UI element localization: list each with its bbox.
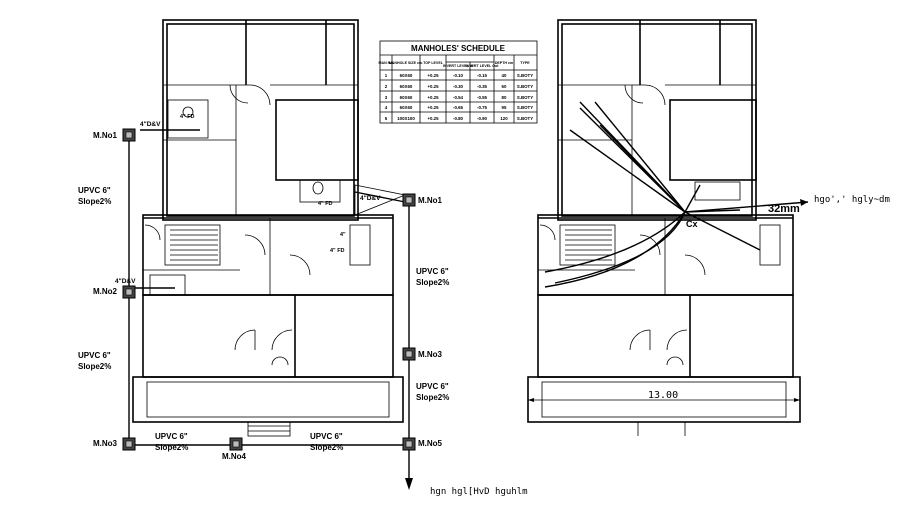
schedule-cell: -0.54 bbox=[453, 95, 464, 100]
schedule-cell: 5 bbox=[385, 116, 388, 121]
schedule-cell: 60X60 bbox=[400, 95, 413, 100]
schedule-header-cell: INVERT LEVEL In bbox=[443, 64, 473, 68]
schedule-cell: 100X100 bbox=[397, 116, 415, 121]
manhole-label-3-left: M.No3 bbox=[93, 439, 118, 448]
pipe-label-dv-1: 4"D&V bbox=[140, 121, 161, 128]
schedule-cell: +0.25 bbox=[427, 84, 439, 89]
pipe-label-upvc-5: UPVC 6" bbox=[155, 432, 188, 441]
manhole-label-5: M.No5 bbox=[418, 439, 443, 448]
schedule-cell: 60X60 bbox=[400, 105, 413, 110]
bottom-note: hgn hgl[HvD hguhlm bbox=[430, 487, 528, 497]
schedule-cell: 80 bbox=[502, 95, 507, 100]
pipe-label-upvc-3: UPVC 6" bbox=[416, 267, 449, 276]
manhole-markers-left bbox=[122, 128, 416, 451]
schedule-cell: -0.80 bbox=[453, 116, 464, 121]
schedule-header-cell: TOP LEVEL bbox=[423, 61, 444, 65]
schedule-cell: -0.35 bbox=[477, 84, 488, 89]
pipe-label-slope-5: Slope2% bbox=[155, 443, 188, 452]
pipe-label-dv-3: 4"D&V bbox=[360, 195, 381, 202]
schedule-cell: -0.75 bbox=[477, 105, 488, 110]
pipe-label-upvc-4: UPVC 6" bbox=[416, 382, 449, 391]
schedule-cell: 4 bbox=[385, 105, 388, 110]
schedule-cell: S.BOTY bbox=[517, 84, 533, 89]
schedule-cell: -0.15 bbox=[477, 73, 488, 78]
pipe-label-fd-3: 4" FD bbox=[330, 248, 345, 254]
pipe-label-slope-6: Slope2% bbox=[310, 443, 343, 452]
pipe-label-upvc-1: UPVC 6" bbox=[78, 186, 111, 195]
pipe-label-dv-2: 4"D&V bbox=[115, 278, 136, 285]
schedule-header-cell: MAN No. bbox=[379, 61, 394, 65]
schedule-header-cell: INVERT LEVEL Out bbox=[466, 64, 500, 68]
pipe-label-slope-1: Slope2% bbox=[78, 197, 111, 206]
manhole-label-2: M.No2 bbox=[93, 287, 118, 296]
cx-label: Cx bbox=[686, 219, 698, 229]
schedule-cell: 60 bbox=[502, 84, 507, 89]
schedule-cell: 60X60 bbox=[400, 84, 413, 89]
schedule-cell: S.BOTY bbox=[517, 105, 533, 110]
pipe-label-slope-3: Slope2% bbox=[416, 278, 449, 287]
schedule-cell: +0.25 bbox=[427, 95, 439, 100]
schedule-header-cell: DEPTH cm bbox=[495, 61, 513, 65]
stair-treads-right bbox=[565, 229, 612, 261]
pipe-label-slope-4: Slope2% bbox=[416, 393, 449, 402]
dimension-13-00: 13.00 bbox=[648, 390, 678, 401]
schedule-cell: -0.55 bbox=[477, 95, 488, 100]
manhole-label-4: M.No4 bbox=[222, 452, 247, 461]
schedule-cell: S.BOTY bbox=[517, 73, 533, 78]
manhole-label-1-right: M.No1 bbox=[418, 196, 443, 205]
garbled-note-right: hgo',' hgly~dm bbox=[814, 195, 890, 205]
manhole-label-1-left: M.No1 bbox=[93, 131, 118, 140]
schedule-header-cell: MANHOLE SIZE cm. bbox=[389, 61, 423, 65]
converging-pipes bbox=[544, 101, 809, 288]
schedule-cell: S.BOTY bbox=[517, 116, 533, 121]
schedule-cell: +0.25 bbox=[427, 116, 439, 121]
schedule-cell: -0.90 bbox=[477, 116, 488, 121]
schedule-header-cell: TYPE bbox=[520, 61, 530, 65]
pipe-label-fd-4: 4" bbox=[340, 232, 346, 238]
pipe-label-upvc-2: UPVC 6" bbox=[78, 351, 111, 360]
schedule-cell: 60X60 bbox=[400, 73, 413, 78]
schedule-cell: 1 bbox=[385, 73, 388, 78]
schedule-cell: 3 bbox=[385, 95, 388, 100]
manholes-schedule-table: MANHOLES' SCHEDULE bbox=[379, 40, 538, 124]
manhole-label-3-right: M.No3 bbox=[418, 350, 443, 359]
pipe-label-slope-2: Slope2% bbox=[78, 362, 111, 371]
pipe-label-fd-1: 4" FD bbox=[180, 114, 195, 120]
schedule-cell: 95 bbox=[502, 105, 507, 110]
stair-treads bbox=[170, 229, 218, 261]
dimension-32mm: 32mm bbox=[768, 203, 800, 215]
schedule-cell: -0.10 bbox=[453, 73, 464, 78]
right-floor-plan bbox=[527, 19, 809, 436]
schedule-cell: 2 bbox=[385, 84, 388, 89]
schedule-cell: 120 bbox=[500, 116, 508, 121]
pipe-label-upvc-6: UPVC 6" bbox=[310, 432, 343, 441]
schedule-cell: -0.65 bbox=[453, 105, 464, 110]
schedule-title: MANHOLES' SCHEDULE bbox=[411, 44, 506, 53]
schedule-cell: +0.25 bbox=[427, 73, 439, 78]
schedule-cell: -0.30 bbox=[453, 84, 464, 89]
schedule-cell: S.BOTY bbox=[517, 95, 533, 100]
schedule-cell: 40 bbox=[502, 73, 507, 78]
pipe-label-fd-2: 4" FD bbox=[318, 201, 333, 207]
schedule-cell: +0.25 bbox=[427, 105, 439, 110]
left-floor-plan bbox=[128, 19, 413, 490]
